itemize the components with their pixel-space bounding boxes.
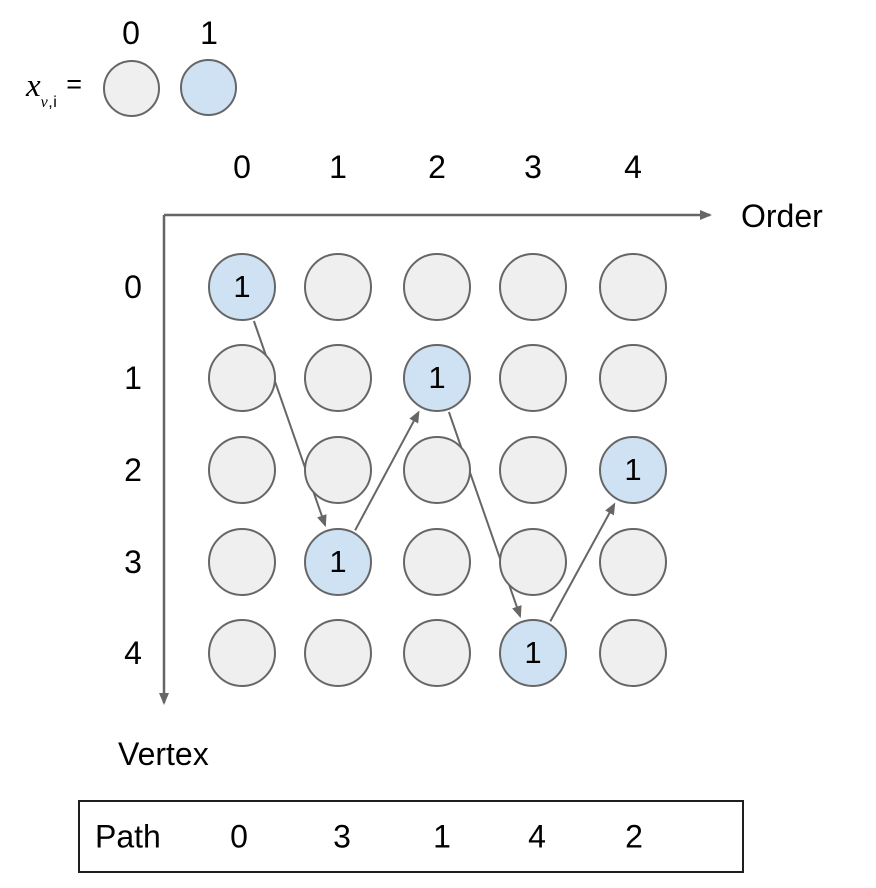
cell-v2-o2 (403, 436, 471, 504)
cell-v2-o1 (304, 436, 372, 504)
formula-subscript: v,i (40, 94, 58, 111)
vertex-tick-4: 4 (124, 635, 142, 671)
vertex-tick-3: 3 (124, 544, 142, 580)
cell-v3-o3 (499, 528, 567, 596)
order-tick-0: 0 (233, 149, 251, 185)
cell-v4-o3: 1 (499, 619, 567, 687)
cell-v4-o1 (304, 619, 372, 687)
cell-v0-o3 (499, 253, 567, 321)
cell-v4-o0 (208, 619, 276, 687)
vertex-tick-0: 0 (124, 269, 142, 305)
vertex-tick-2: 2 (124, 452, 142, 488)
formula-equals: = (66, 69, 83, 99)
cell-v3-o4 (599, 528, 667, 596)
cell-v3-o2 (403, 528, 471, 596)
path-value-4: 2 (625, 818, 643, 854)
cell-v3-o1: 1 (304, 528, 372, 596)
cell-v3-o0 (208, 528, 276, 596)
vertex-axis-title: Vertex (118, 736, 209, 772)
path-value-3: 4 (528, 818, 546, 854)
cell-v0-o1 (304, 253, 372, 321)
order-axis-title: Order (741, 198, 823, 234)
order-tick-3: 3 (524, 149, 542, 185)
cell-v1-o1 (304, 344, 372, 412)
cell-v0-o4 (599, 253, 667, 321)
legend-circle-one (180, 59, 237, 116)
legend-one-label: 1 (200, 15, 218, 51)
cell-v1-o4 (599, 344, 667, 412)
cell-v0-o0: 1 (208, 253, 276, 321)
cell-v4-o2 (403, 619, 471, 687)
cell-v2-o3 (499, 436, 567, 504)
order-tick-1: 1 (329, 149, 347, 185)
legend-circle-zero (103, 60, 160, 117)
path-value-0: 0 (230, 818, 248, 854)
legend-zero-label: 0 (122, 15, 140, 51)
vertex-tick-1: 1 (124, 360, 142, 396)
cell-v2-o4: 1 (599, 436, 667, 504)
cell-v1-o2: 1 (403, 344, 471, 412)
path-value-1: 3 (333, 818, 351, 854)
legend-formula: xv,i = (26, 68, 82, 112)
cell-v0-o2 (403, 253, 471, 321)
cell-v1-o3 (499, 344, 567, 412)
cell-v1-o0 (208, 344, 276, 412)
cell-v4-o4 (599, 619, 667, 687)
path-table-label: Path (95, 818, 161, 854)
path-value-2: 1 (433, 818, 451, 854)
formula-variable: x (26, 68, 41, 104)
path-table: Path 0 3 1 4 2 (78, 800, 744, 873)
order-tick-2: 2 (428, 149, 446, 185)
order-tick-4: 4 (624, 149, 642, 185)
cell-v2-o0 (208, 436, 276, 504)
